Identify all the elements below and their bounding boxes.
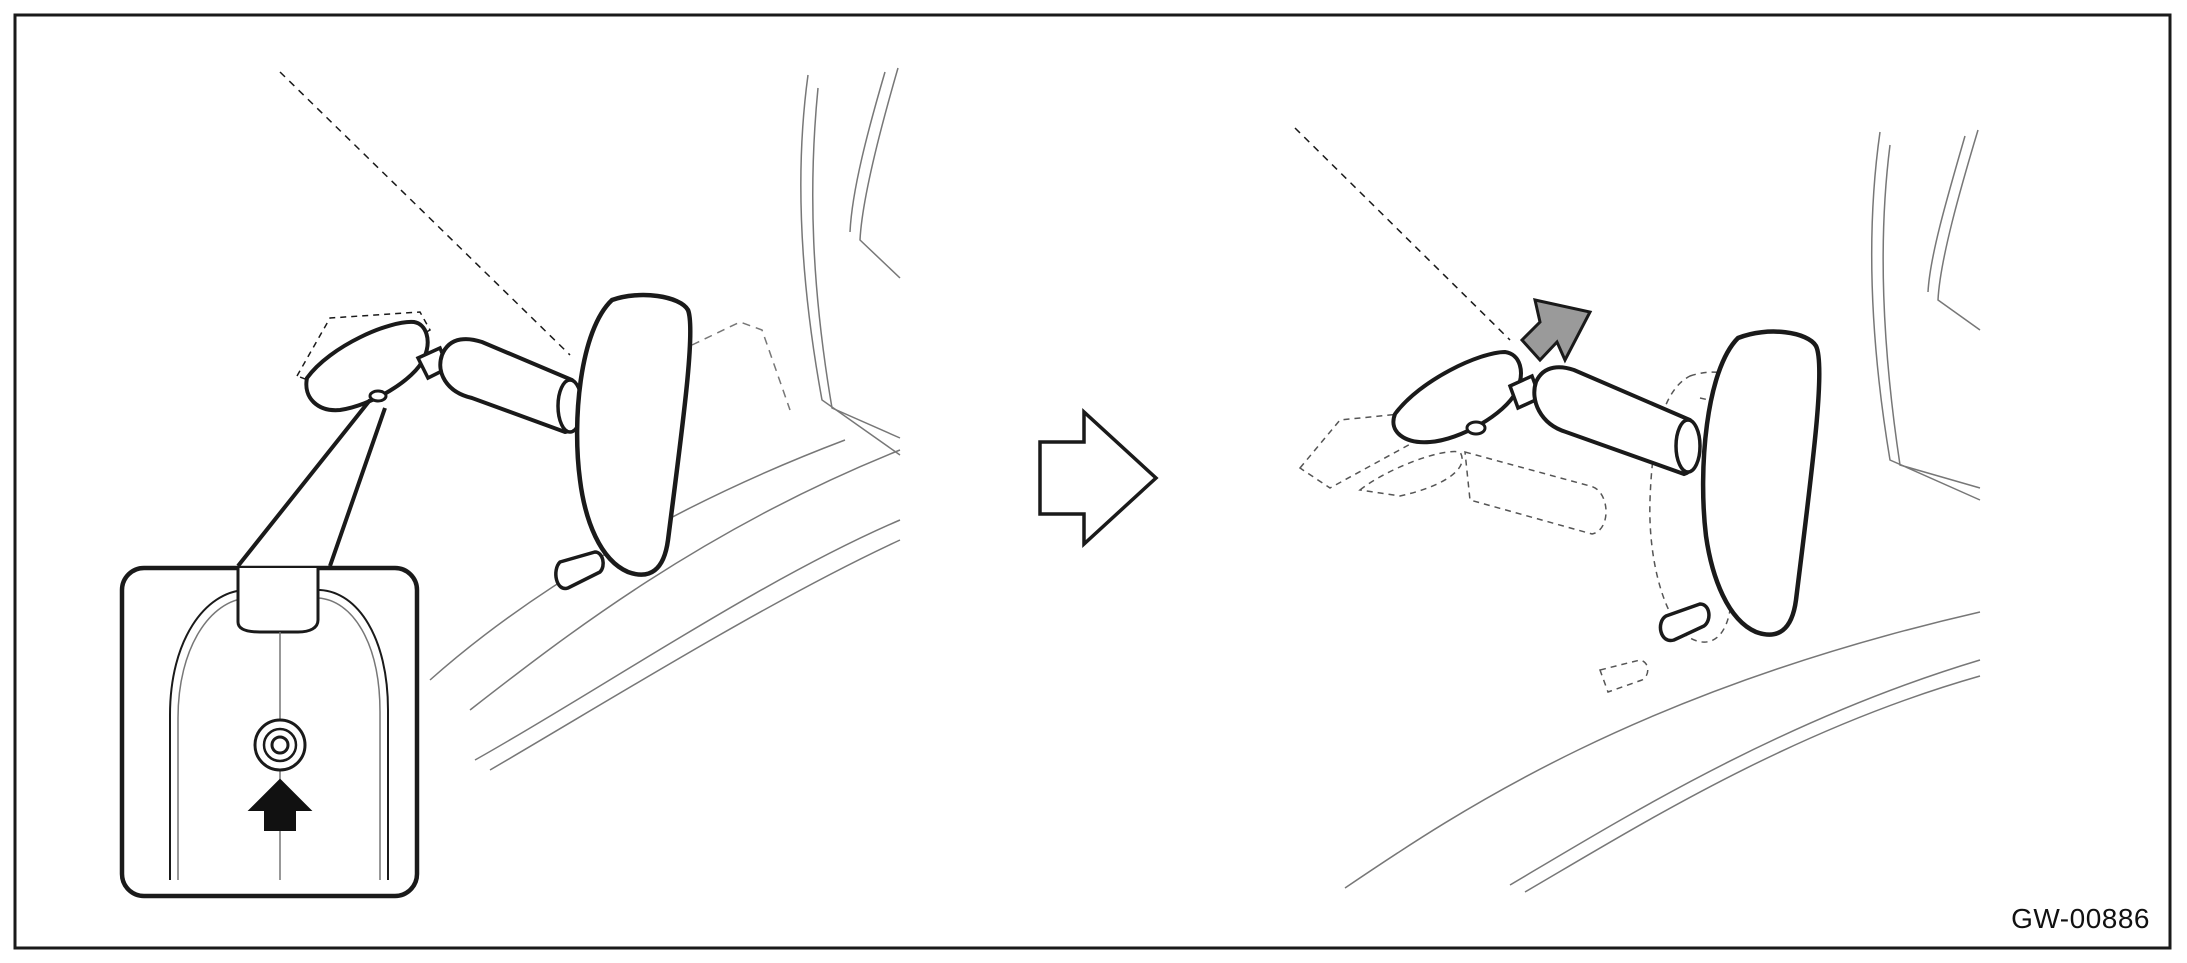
base-screw (368, 389, 388, 403)
left-panel (119, 67, 901, 899)
callout-screw-head (270, 735, 290, 755)
base-screw-moved (1465, 420, 1487, 436)
hollow-right-arrow-icon (1038, 408, 1159, 548)
windshield-edge-line-right (1294, 127, 1511, 341)
callout-wedge (236, 398, 387, 568)
mirror-tab (554, 550, 605, 591)
mirror-tab-moved (1658, 602, 1711, 643)
vehicle-interior-lines-right (1344, 129, 1981, 893)
right-panel (1294, 127, 1981, 893)
mirror-head (574, 292, 693, 577)
figure-code: GW-00886 (2011, 903, 2150, 934)
gray-up-arrow-icon (1519, 298, 1593, 364)
windshield-edge-line (279, 71, 571, 356)
mirror-head-moved (1700, 329, 1822, 637)
black-up-arrow-icon (247, 778, 313, 831)
